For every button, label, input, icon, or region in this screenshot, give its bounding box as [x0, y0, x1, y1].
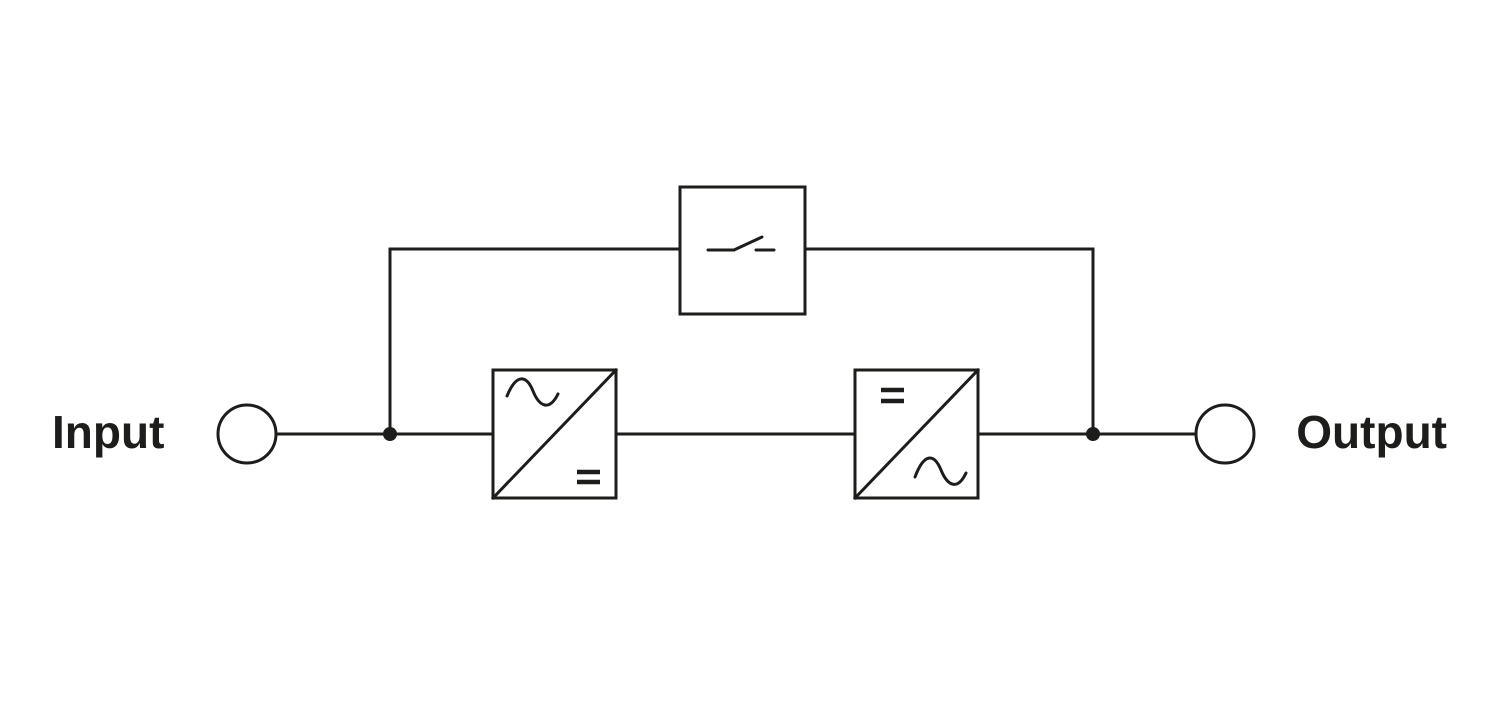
- ac-wave-icon: [505, 377, 560, 407]
- ac-wave-icon: [913, 456, 968, 486]
- bypass-switch-block: [678, 185, 807, 316]
- input-terminal: [216, 403, 278, 465]
- output-terminal: [1194, 403, 1256, 465]
- output-label: Output: [1296, 406, 1447, 458]
- switch-icon: [706, 235, 776, 252]
- inverter-block: [852, 367, 981, 501]
- wire-bypass-right: [803, 247, 1095, 436]
- dc-equals-icon: [881, 387, 904, 404]
- dc-equals-icon: [577, 469, 600, 485]
- input-label: Input: [52, 406, 164, 458]
- junction-node-left: [383, 427, 397, 441]
- junction-node-right: [1086, 427, 1100, 441]
- rectifier-block: [490, 367, 619, 501]
- wire-bypass-left: [388, 247, 682, 436]
